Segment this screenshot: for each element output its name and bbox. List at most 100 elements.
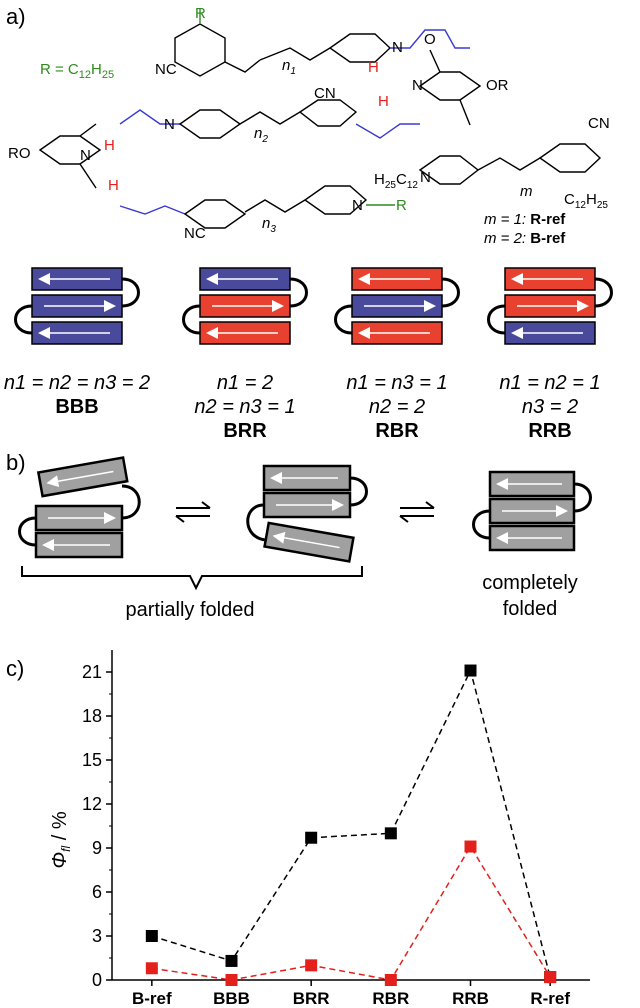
stack-name: BRR: [223, 420, 267, 442]
y-tick-label: 6: [92, 882, 102, 902]
svg-text:N: N: [412, 77, 423, 94]
series-line-1: [151, 668, 551, 978]
y-tick-label: 18: [82, 706, 102, 726]
svg-text:N: N: [352, 197, 363, 214]
svg-text:CN: CN: [314, 85, 336, 102]
stack-rbr-connector: [441, 277, 460, 308]
series-1-point: [464, 664, 477, 677]
structure-labels: R NC n1 N O H OR N H CN N n2 RO N H H NC…: [8, 5, 610, 242]
svg-text:N: N: [164, 116, 175, 133]
series-2-point: [305, 959, 318, 972]
partially-folded-label: partially folded: [126, 599, 255, 621]
completely-folded-label-2: folded: [503, 598, 558, 620]
completely-folded-label-1: completely: [482, 572, 578, 594]
series-2-point: [544, 971, 557, 984]
stack-brr-connector: [182, 304, 201, 335]
r-definition: R = C12H25: [40, 61, 114, 81]
svg-text:C12H25: C12H25: [564, 191, 608, 211]
panel-b-label: b): [6, 450, 26, 475]
svg-text:n1: n1: [282, 57, 296, 77]
y-tick-label: 9: [92, 838, 102, 858]
y-tick-label: 12: [82, 794, 102, 814]
svg-text:m: m: [520, 183, 533, 200]
forward-arrow: [176, 501, 211, 509]
stack-name: RBR: [375, 420, 419, 442]
y-axis-title: Φfl / %: [49, 811, 73, 868]
stack-brr-connector: [289, 277, 308, 308]
block-arrow: [272, 531, 340, 549]
panel-a-label: a): [6, 4, 26, 29]
svg-text:n2: n2: [254, 125, 268, 145]
stack-condition: n1 = 2: [217, 372, 273, 394]
y-tick-label: 3: [92, 926, 102, 946]
svg-text:m = 2: B-ref: m = 2: B-ref: [484, 230, 566, 247]
x-tick-label: B-ref: [132, 989, 172, 1008]
forward-arrow: [400, 501, 435, 509]
stack-bbb-connector: [14, 304, 33, 335]
svg-text:n3: n3: [262, 215, 276, 235]
svg-text:RO: RO: [8, 145, 31, 162]
stack-condition: n3 = 2: [522, 396, 578, 418]
stack-rbr-connector: [334, 304, 353, 335]
stack-rrb-connector: [594, 277, 613, 308]
stack-condition: n2 = n3 = 1: [194, 396, 295, 418]
tilted-block: [263, 521, 355, 563]
series-line-2: [151, 845, 551, 981]
stack-rrb-connector: [487, 304, 506, 335]
connector: [573, 482, 592, 513]
svg-text:H: H: [104, 137, 115, 154]
x-tick-label: R-ref: [530, 989, 570, 1008]
svg-text:CN: CN: [588, 115, 610, 132]
svg-text:OR: OR: [486, 77, 509, 94]
complete-fold: [472, 470, 592, 552]
chemical-structure: [38, 8, 602, 229]
svg-text:N: N: [392, 39, 403, 56]
series-1-point: [305, 831, 318, 844]
block-arrow: [46, 470, 114, 488]
series-2-point: [145, 962, 158, 975]
x-tick-label: RBR: [372, 989, 409, 1008]
y-tick-label: 0: [92, 970, 102, 990]
series-2-point: [225, 974, 238, 986]
stack-name: RRB: [528, 420, 571, 442]
svg-text:H: H: [108, 177, 119, 194]
x-tick-label: BRR: [293, 989, 330, 1008]
backward-arrow: [399, 515, 434, 523]
svg-text:H: H: [378, 93, 389, 110]
svg-text:H: H: [368, 59, 379, 76]
svg-text:N: N: [420, 169, 431, 186]
backward-arrow: [175, 515, 210, 523]
tilted-block: [36, 456, 129, 498]
svg-text:R: R: [396, 197, 407, 214]
svg-text:R = C12H25: R = C12H25: [40, 61, 114, 81]
connector: [121, 484, 141, 520]
connector: [18, 516, 37, 547]
series-1-point: [145, 930, 158, 942]
panel-c-label: c): [6, 656, 24, 681]
svg-text:NC: NC: [184, 225, 206, 242]
svg-text:m = 1: R-ref: m = 1: R-ref: [484, 211, 566, 228]
equilibrium-arrows-2: [399, 501, 435, 523]
x-tick-label: BBB: [213, 989, 250, 1008]
connector: [349, 476, 368, 507]
svg-text:N: N: [80, 147, 91, 164]
svg-text:NC: NC: [155, 61, 177, 78]
series-2-point: [384, 974, 397, 986]
reference-legend: m = 1: R-ref m = 2: B-ref: [484, 211, 566, 247]
y-tick-label: 21: [82, 662, 102, 682]
folding-scheme: [18, 456, 592, 591]
stack-condition: n1 = n2 = 1: [499, 372, 600, 394]
partial-fold-2: [246, 464, 368, 563]
stack-name: BBB: [55, 396, 98, 418]
svg-text:O: O: [424, 31, 436, 48]
y-tick-label: 15: [82, 750, 102, 770]
series-1-point: [384, 827, 397, 840]
partial-fold-1: [18, 456, 141, 559]
series-1-point: [225, 954, 238, 967]
partially-folded-brace: [21, 566, 363, 591]
svg-text:H25C12: H25C12: [374, 171, 418, 191]
stack-condition: n1 = n3 = 1: [346, 372, 447, 394]
